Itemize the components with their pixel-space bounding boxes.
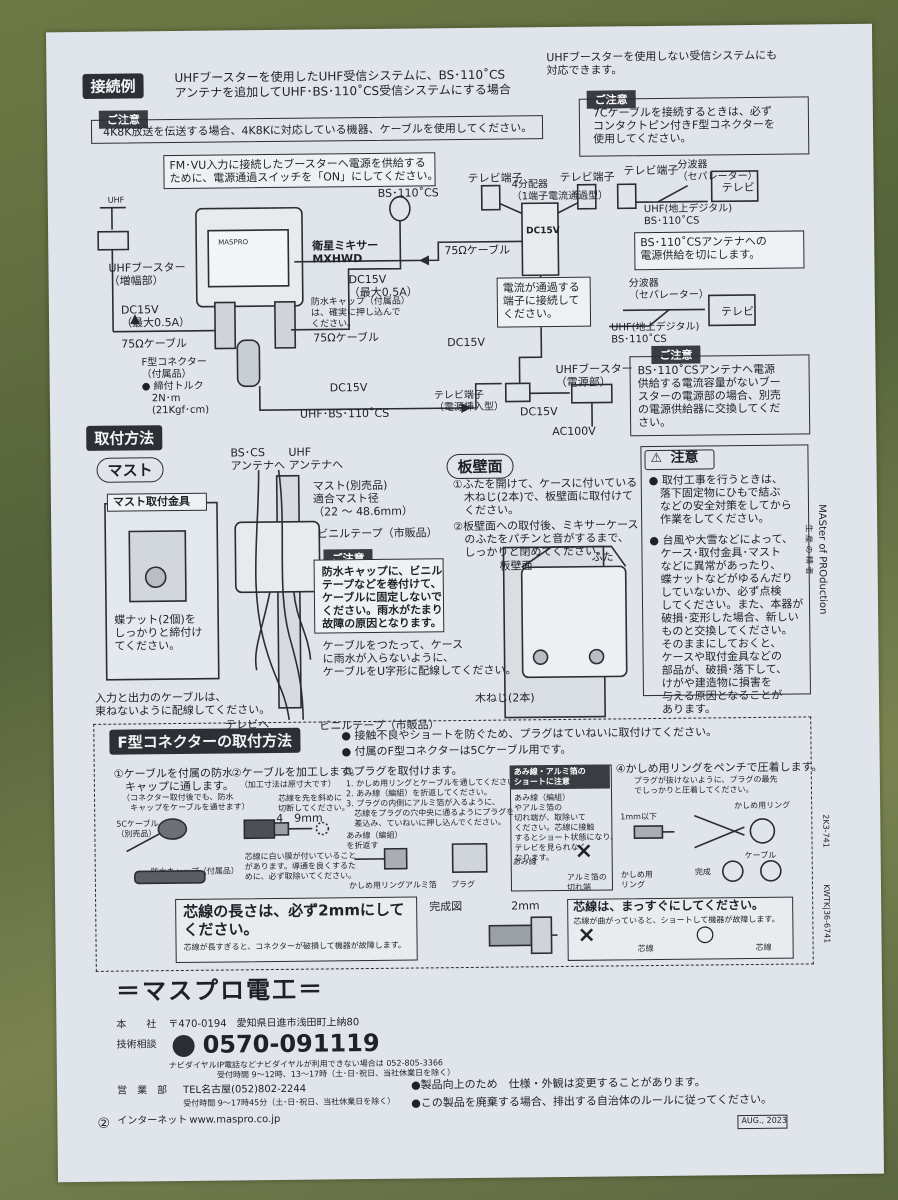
side-code-1: KWTK|36-6741	[821, 884, 832, 944]
side-brand-sub: 生 産 の 精 者	[804, 524, 814, 575]
connection-diagram: MASPRO	[97, 170, 759, 427]
sales-label: 営 業 部	[117, 1085, 168, 1097]
support-label: 技術相談	[116, 1039, 157, 1051]
company-logo: ＝マスプロ電工＝	[115, 975, 325, 1006]
fconnector-diagram	[126, 814, 782, 955]
mixer-brand: MASPRO	[218, 238, 248, 246]
footer-line-2: ●この製品を廃棄する場合、排出する自治体のルールに従ってください。	[411, 1092, 773, 1110]
internet-label: インターネット	[117, 1114, 188, 1127]
mast-diagram	[104, 469, 628, 720]
sales-tel: TEL名古屋(052)802-2244	[183, 1083, 307, 1096]
support-phone: 0570-091119	[202, 1028, 380, 1059]
navi-label: ナビダイヤル	[168, 1060, 217, 1071]
straight-ok-icon: ○	[695, 921, 715, 947]
page-number: ②	[97, 1115, 111, 1132]
done-label: 完成図	[429, 900, 463, 914]
footer-date: AUG., 2023	[741, 1115, 787, 1126]
footer-line-1: ●製品向上のため 仕様・外観は変更することがあります。	[410, 1075, 706, 1092]
website-link[interactable]: www.maspro.co.jp	[189, 1113, 281, 1126]
straight-core-main: 芯線は、まっすぐにしてください。	[573, 897, 765, 914]
hq-label: 本 社	[116, 1019, 157, 1031]
core-length-main: 芯線の長さは、必ず2mmにして ください。	[183, 900, 405, 939]
side-brand: MASter of PROduction	[815, 504, 829, 615]
straight-core-sub: 芯線が曲がっていると、ショートして機器が故障します。	[573, 914, 780, 926]
core-label-2: 芯線	[755, 942, 772, 952]
instruction-sheet: 接続例 UHFブースターを使用したUHF受信システムに、BS･110˚CS アン…	[46, 23, 884, 1183]
done-dim: 2mm	[511, 899, 540, 913]
phone-note: IP電話などナビダイヤルが利用できない場合は 052-805-3366 受付時間…	[216, 1058, 456, 1080]
side-code-2: 2K3-741	[821, 814, 831, 848]
core-label-1: 芯線	[637, 944, 654, 954]
navi-dial-icon	[172, 1034, 195, 1058]
straight-ng-icon: ×	[577, 922, 597, 948]
sales-note: 受付時間 9～17時45分（土･日･祝日、当社休業日を除く）	[183, 1096, 396, 1108]
